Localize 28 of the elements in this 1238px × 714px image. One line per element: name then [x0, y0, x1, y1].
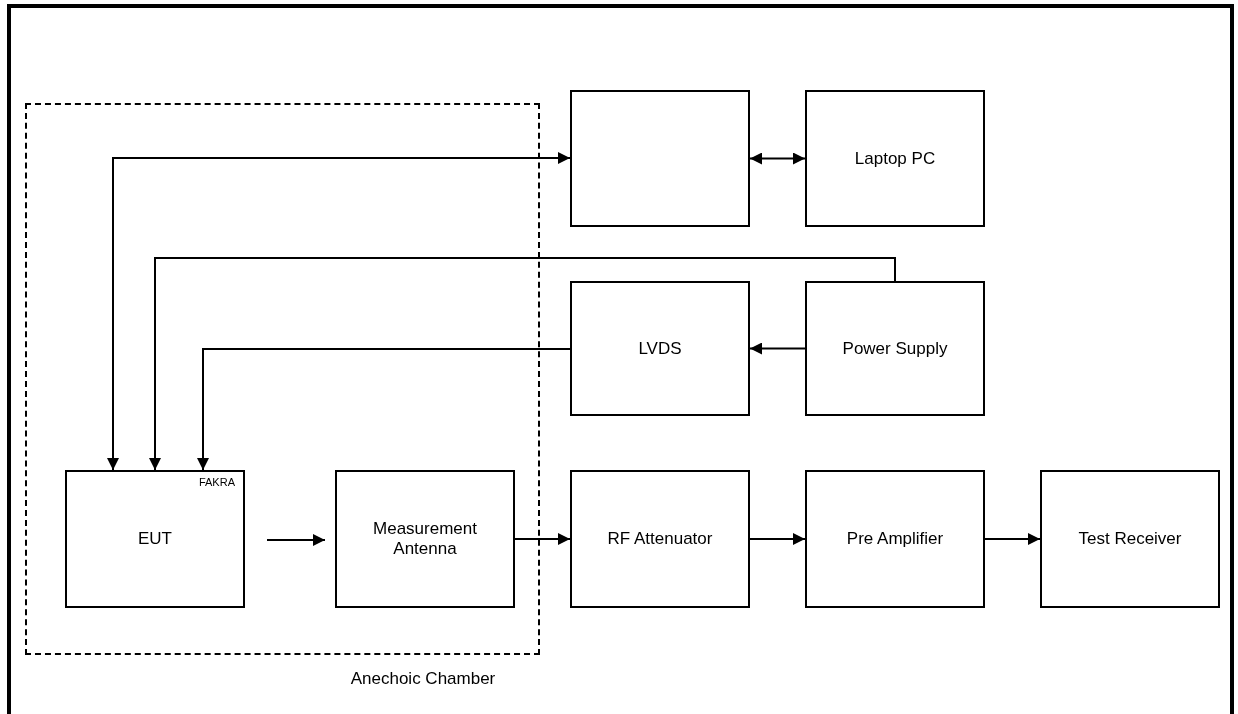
connector-label: FAKRA — [198, 476, 235, 488]
arrow — [514, 533, 571, 545]
block-box — [805, 470, 985, 608]
node-label: LVDS — [637, 338, 683, 359]
block-box — [570, 281, 750, 416]
block-box — [805, 90, 985, 227]
arrow — [749, 342, 806, 355]
block-box — [570, 90, 750, 227]
node-label: Pre Amplifier — [845, 529, 945, 549]
arrow — [107, 152, 571, 471]
arrow — [149, 257, 896, 471]
node-label: Measurement Antenna — [372, 519, 478, 559]
node-label: Laptop PC — [853, 148, 937, 169]
block-box — [570, 470, 750, 608]
arrow — [266, 534, 326, 546]
block-box — [65, 470, 245, 608]
block-box — [805, 281, 985, 416]
arrow — [749, 152, 806, 165]
arrow — [984, 533, 1041, 545]
arrow — [197, 348, 571, 471]
node-label: RF Attenuator — [606, 529, 714, 549]
block-box — [335, 470, 515, 608]
node-label: EUT — [137, 529, 173, 549]
node-label: Test Receiver — [1077, 529, 1183, 549]
chamber-label: Anechoic Chamber — [349, 669, 497, 689]
block-box — [1040, 470, 1220, 608]
node-label: Power Supply — [841, 338, 949, 359]
arrow — [749, 533, 806, 545]
